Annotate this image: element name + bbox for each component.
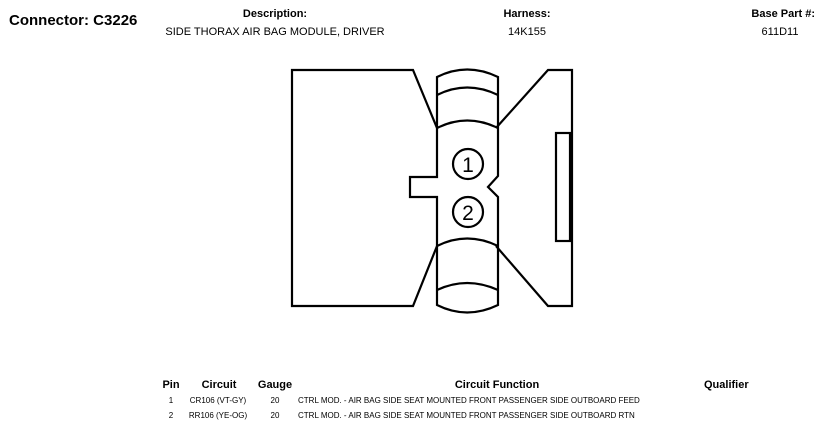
connector-label: Connector: <box>9 12 89 29</box>
column-header-circuit-function: Circuit Function <box>454 379 540 391</box>
column-header-gauge: Gauge <box>257 379 293 391</box>
inner-arc-top-2 <box>436 119 499 129</box>
row-circuit: RR106 (YE-OG) <box>188 411 248 420</box>
pin-1-circle <box>451 147 485 181</box>
row-function: CTRL MOD. - AIR BAG SIDE SEAT MOUNTED FR… <box>298 396 640 405</box>
row-gauge: 20 <box>270 411 280 420</box>
row-function: CTRL MOD. - AIR BAG SIDE SEAT MOUNTED FR… <box>298 411 635 420</box>
right-housing-outline <box>495 68 574 308</box>
harness-label: Harness: <box>503 8 551 20</box>
description-label: Description: <box>242 8 308 20</box>
row-circuit: CR106 (VT-GY) <box>189 396 247 405</box>
column-header-pin: Pin <box>162 379 180 391</box>
latch-tab <box>554 131 572 243</box>
row-pin: 1 <box>168 396 174 405</box>
connector-title: Connector: C3226 <box>9 12 137 29</box>
connector-id: C3226 <box>93 12 138 29</box>
harness-value: 14K155 <box>508 26 546 38</box>
inner-arc-bottom-2 <box>436 281 499 292</box>
base-part-label: Base Part #: <box>751 8 815 20</box>
row-gauge: 20 <box>270 396 280 405</box>
pin-1-number: 1 <box>462 154 474 177</box>
left-housing-outline <box>290 68 439 308</box>
pin-2-number: 2 <box>462 202 474 225</box>
description-value: SIDE THORAX AIR BAG MODULE, DRIVER <box>165 26 385 38</box>
center-body-outline <box>408 68 500 314</box>
base-part-value: 611D11 <box>761 26 799 38</box>
row-pin: 2 <box>168 411 174 420</box>
inner-arc-top-1 <box>436 86 499 96</box>
column-header-qualifier: Qualifier <box>704 379 749 391</box>
inner-arc-bottom-1 <box>436 237 499 247</box>
pin-2-circle <box>451 195 485 229</box>
column-header-circuit: Circuit <box>201 379 237 391</box>
